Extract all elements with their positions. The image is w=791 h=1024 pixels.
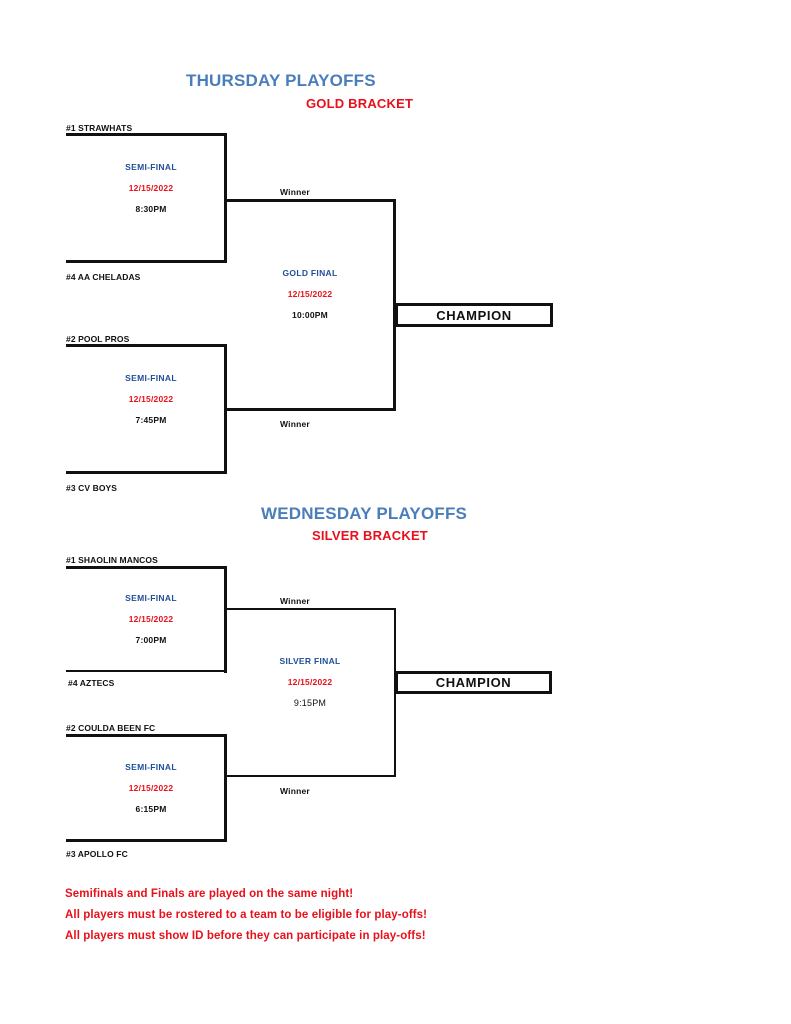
- winner-label-silver-semi1: Winner: [280, 596, 310, 606]
- champion-label: CHAMPION: [436, 307, 512, 323]
- winner-label-silver-semi2: Winner: [280, 786, 310, 796]
- round-label: SEMI-FINAL: [125, 373, 177, 383]
- bracket-line-gold-semi2-bottom: [66, 471, 227, 474]
- match-time: 7:00PM: [135, 635, 167, 645]
- match-info-gold-semi2: SEMI-FINAL 12/15/2022 7:45PM: [76, 373, 226, 425]
- winner-label-gold-semi2: Winner: [280, 419, 310, 429]
- match-date: 12/15/2022: [128, 394, 174, 404]
- team-label-silver-1: #1 SHAOLIN MANCOS: [66, 555, 158, 565]
- rules-notes: Semifinals and Finals are played on the …: [65, 884, 427, 947]
- team-label-gold-3: #3 CV BOYS: [66, 483, 118, 493]
- bracket-line-silver-final-top: [224, 608, 396, 610]
- bracket-line-gold-semi1-bottom: [66, 260, 227, 263]
- round-label: SEMI-FINAL: [125, 762, 177, 772]
- match-time: 10:00PM: [292, 310, 328, 320]
- match-time: 8:30PM: [135, 204, 167, 214]
- match-info-silver-semi1: SEMI-FINAL 12/15/2022 7:00PM: [76, 593, 226, 645]
- match-time: 9:15PM: [293, 698, 327, 708]
- match-date: 12/15/2022: [287, 289, 333, 299]
- team-label-silver-3: #3 APOLLO FC: [66, 849, 128, 859]
- match-info-gold-semi1: SEMI-FINAL 12/15/2022 8:30PM: [76, 162, 226, 214]
- match-date: 12/15/2022: [128, 614, 174, 624]
- match-date: 12/15/2022: [128, 783, 174, 793]
- champion-box-silver: CHAMPION: [395, 671, 552, 694]
- match-date: 12/15/2022: [128, 183, 174, 193]
- bracket-line-gold-final-top: [224, 199, 396, 202]
- match-info-silver-final: SILVER FINAL 12/15/2022 9:15PM: [235, 656, 385, 708]
- champion-box-gold: CHAMPION: [395, 303, 553, 327]
- match-time: 6:15PM: [135, 804, 167, 814]
- silver-bracket-title: SILVER BRACKET: [312, 528, 428, 543]
- silver-day-title: WEDNESDAY PLAYOFFS: [261, 504, 468, 523]
- round-label: SEMI-FINAL: [125, 162, 177, 172]
- gold-bracket-title: GOLD BRACKET: [306, 96, 414, 111]
- bracket-line-silver-semi2-right: [224, 734, 227, 842]
- bracket-line-silver-semi2-top: [66, 734, 227, 737]
- team-label-gold-2: #2 POOL PROS: [66, 334, 130, 344]
- note-line-3: All players must show ID before they can…: [65, 930, 426, 942]
- bracket-line-gold-semi2-top: [66, 344, 227, 347]
- bracket-line-silver-final-bottom: [224, 775, 396, 777]
- bracket-line-silver-semi2-bottom: [66, 839, 227, 842]
- note-line-1: Semifinals and Finals are played on the …: [65, 888, 354, 900]
- team-label-silver-4: #4 AZTECS: [68, 678, 115, 688]
- bracket-line-gold-semi1-right: [224, 133, 227, 263]
- match-info-gold-final: GOLD FINAL 12/15/2022 10:00PM: [235, 268, 385, 320]
- champion-label: CHAMPION: [435, 675, 512, 690]
- bracket-line-gold-semi1-top: [66, 133, 227, 136]
- winner-label-gold-semi1: Winner: [280, 187, 310, 197]
- match-date: 12/15/2022: [287, 677, 333, 687]
- match-info-silver-semi2: SEMI-FINAL 12/15/2022 6:15PM: [76, 762, 226, 814]
- round-label: SEMI-FINAL: [125, 593, 177, 603]
- bracket-line-gold-final-right: [393, 199, 396, 411]
- bracket-line-gold-final-bottom: [224, 408, 396, 411]
- gold-day-title: THURSDAY PLAYOFFS: [186, 71, 376, 90]
- bracket-line-silver-semi1-right: [224, 566, 227, 673]
- bracket-line-silver-semi1-top: [66, 566, 227, 569]
- round-label: SILVER FINAL: [279, 656, 341, 666]
- team-label-gold-4: #4 AA CHELADAS: [66, 272, 141, 282]
- round-label: GOLD FINAL: [282, 268, 338, 278]
- bracket-line-silver-semi1-bottom: [66, 670, 227, 672]
- team-label-gold-1: #1 STRAWHATS: [66, 123, 133, 133]
- note-line-2: All players must be rostered to a team t…: [65, 909, 428, 921]
- team-label-silver-2: #2 COULDA BEEN FC: [66, 723, 156, 733]
- match-time: 7:45PM: [135, 415, 167, 425]
